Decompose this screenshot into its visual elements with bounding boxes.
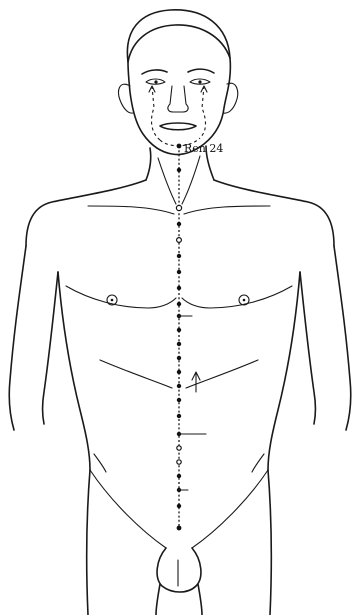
hairline [128, 25, 230, 62]
left-shoulder [26, 180, 146, 246]
head [118, 10, 237, 155]
neck-muscle-left [158, 158, 176, 204]
right-hip-crease [252, 454, 264, 472]
acupoint-ren-5 [177, 460, 181, 464]
left-pectoral [66, 286, 176, 308]
acupoint-ren-1 [177, 526, 182, 531]
neck-muscle-right [182, 156, 200, 204]
acupoint-ren-8 [177, 414, 181, 418]
acupoint-ren-21 [177, 222, 181, 226]
right-leg-inner [198, 584, 202, 615]
right-shoulder [214, 180, 334, 246]
left-hip-crease [94, 454, 106, 472]
torso [9, 180, 351, 615]
acupoint-ren-14 [177, 328, 181, 332]
acupoint-ren-4 [177, 474, 181, 478]
genitals [157, 548, 201, 592]
acupoint-ren-16 [177, 302, 181, 306]
acupoint-ren-12 [177, 356, 181, 360]
right-nipple-center [243, 299, 246, 302]
flow-arrow-up-icon [192, 372, 200, 392]
right-groin-line [192, 470, 268, 548]
right-collarbone [184, 206, 270, 214]
ren-meridian [176, 144, 206, 531]
left-face-meridian [152, 86, 160, 140]
left-eyebrow [142, 70, 167, 74]
right-arm-inner [300, 272, 316, 424]
right-leg-outer [268, 470, 271, 615]
right-arm-outer [334, 246, 351, 430]
left-arm-inner [43, 272, 59, 424]
acupoint-ren-22 [176, 205, 181, 210]
right-pupil [198, 80, 201, 83]
left-groin-line [90, 470, 166, 548]
acupoint-ren-6 [177, 446, 181, 450]
acupoint-ren-11 [177, 370, 181, 374]
acupoint-ren-9 [177, 398, 181, 402]
acupoint-ren-13 [177, 342, 181, 346]
nose [168, 86, 188, 112]
acupoint-ren-17 [177, 286, 181, 290]
ren-24-label: Ren 24 [184, 142, 223, 155]
right-eyebrow [188, 69, 214, 73]
mouth [160, 123, 196, 130]
acupoint-ren-24 [177, 144, 182, 149]
torso-left-side [58, 272, 90, 470]
left-rib-curve [100, 360, 172, 388]
left-leg-inner [156, 584, 160, 615]
neck-left [146, 148, 151, 180]
left-collarbone [88, 206, 174, 214]
acupoint-ren-2 [177, 504, 181, 508]
left-nipple-center [111, 299, 114, 302]
acupoint-ren-19 [177, 254, 181, 258]
head-outline [127, 10, 230, 155]
acupoint-ren-23 [177, 168, 181, 172]
torso-right-side [268, 272, 300, 470]
right-face-meridian [200, 86, 206, 138]
left-arm-outer [9, 246, 26, 430]
right-pectoral [182, 286, 292, 308]
acupoint-ren-18 [177, 270, 181, 274]
left-pupil [154, 80, 157, 83]
acupoint-ren-20 [177, 238, 182, 243]
left-leg-outer [87, 470, 90, 615]
acupoint-ren-10 [177, 384, 181, 388]
